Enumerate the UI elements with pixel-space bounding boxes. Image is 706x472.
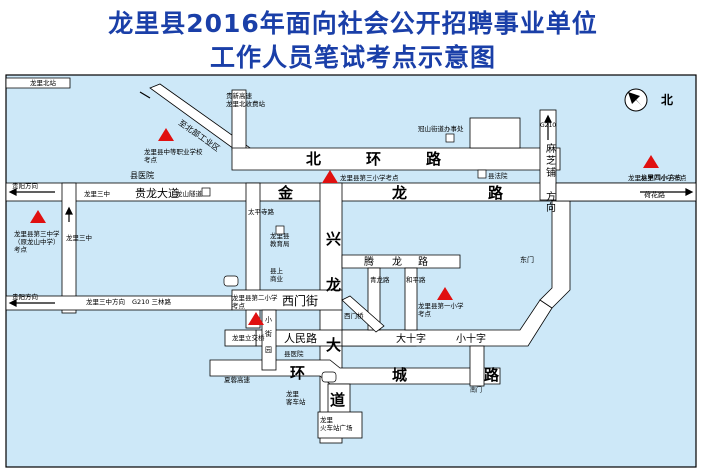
edu-bureau-icon [275, 225, 285, 235]
north-arrow-icon [624, 88, 648, 112]
road-dashizi: 大十字 [396, 332, 426, 345]
place-xiaoxue1: 龙里县第一小学考点 [418, 301, 464, 318]
train-station-box [317, 411, 363, 439]
place-jiaoyu: 龙里县教育局 [270, 231, 290, 248]
place-keyun: 龙里客车站 [286, 389, 306, 406]
road-beihuan-1: 北 [306, 150, 321, 168]
map-title-line1: 龙里县2016年面向社会公开招聘事业单位 [108, 9, 598, 38]
marker-sanzhong[interactable] [30, 210, 46, 223]
road-lu1: 路 [488, 184, 504, 202]
road-huan: 环 [290, 364, 305, 382]
place-gaosu: 贵新高速龙里北收费站 [226, 91, 266, 108]
place-xiaoxue4fx: 龙里四小方向 [640, 173, 682, 182]
road-tenglong2: 龙 [392, 255, 402, 268]
road-ximenqiao: 西门桥 [344, 311, 364, 320]
map-title-line2: 工作人员笔试考点示意图 [209, 43, 496, 72]
place-wenqiao: 龙里立交桥 [232, 333, 265, 342]
place-xiaoxue2: 龙里县第二小学考点 [232, 293, 278, 310]
place-fayuan: 县法院 [488, 171, 508, 180]
road-long1: 龙 [391, 184, 407, 202]
exam-site-markers [30, 128, 659, 325]
road-taiping: 太平寺路 [248, 207, 275, 216]
svg-text:园: 园 [265, 346, 272, 354]
road-beihuan-2: 环 [366, 150, 381, 168]
road-dao: 道 [330, 391, 345, 409]
road-tenglong1: 腾 [364, 255, 374, 268]
road-cheng: 城 [392, 366, 407, 384]
marker-xiaoxue1[interactable] [437, 287, 453, 300]
compass-label: 北 [661, 92, 673, 107]
road-da: 大 [326, 336, 341, 354]
marker-xiaoxue3[interactable] [322, 170, 338, 183]
place-sanzhongkd: 龙里县第三中学（原龙山中学）考点 [14, 229, 60, 254]
place-xiamen: 夏蓉高速 [224, 375, 251, 384]
road-lu2: 路 [484, 366, 500, 384]
minor-road-labels: 西门街 人民路 大十字 小十字 腾 龙 路 贵龙大道 荷花路 龙里四小方向 G2… [135, 122, 682, 394]
place-zhongyi: 县医院 [284, 349, 304, 358]
route-sign-icon-2 [321, 371, 337, 383]
road-xing: 兴 [326, 230, 341, 248]
court-icon [477, 169, 487, 179]
place-guiyang1: 贵阳方向 [12, 181, 38, 190]
road-hehua: 荷花路 [644, 190, 665, 199]
place-gd: 冠山街道办事处 [418, 124, 464, 133]
svg-text:小: 小 [265, 315, 272, 324]
place-shangye: 县上商业 [270, 266, 284, 283]
tunnel-icon [201, 187, 211, 197]
marker-xiaoxue2[interactable] [248, 312, 264, 325]
place-yiyuan: 县医院 [130, 170, 154, 180]
marker-xiaoxue4[interactable] [643, 155, 659, 168]
place-g210b: G210 三林路 [132, 297, 172, 306]
road-guilong: 贵龙大道 [135, 186, 179, 200]
svg-text:街: 街 [265, 329, 272, 338]
road-g210-north: G210 [540, 122, 556, 129]
road-jin: 金 [277, 184, 294, 202]
place-xiaoxue4: 龙里县第四小学考点 [628, 173, 687, 182]
road-qingli: 青龙路 [370, 275, 390, 284]
map-frame [5, 74, 697, 468]
svg-text:芝: 芝 [546, 154, 556, 167]
place-xiaoxue3: 龙里县第三小学考点 [340, 173, 399, 182]
road-tenglong3: 路 [418, 255, 428, 268]
svg-text:向: 向 [546, 201, 556, 214]
xiaojie-road-label: 小 街 园 [265, 315, 272, 354]
road-network [5, 77, 697, 444]
road-renmin: 人民路 [284, 332, 317, 345]
marker-zhongzhi[interactable] [158, 128, 174, 141]
road-dongmen: 东门 [520, 255, 534, 264]
mazhi-road-label: 麻 芝 铺 方 向 [546, 142, 556, 214]
place-sanzhong: 龙里三中 [84, 189, 110, 198]
major-road-labels: 北 环 路 金 龙 路 兴 龙 大 道 环 城 路 [277, 150, 504, 409]
facility-icons [201, 133, 487, 383]
road-nanmen: 南门 [470, 386, 482, 394]
svg-text:麻: 麻 [546, 142, 556, 155]
place-huoche: 龙里火车站广场 [320, 415, 353, 432]
road-hexing: 和平路 [406, 275, 426, 284]
road-long2: 龙 [325, 276, 341, 294]
svg-text:方: 方 [546, 190, 556, 203]
svg-text:铺: 铺 [546, 166, 556, 179]
office-icon [445, 133, 455, 143]
route-sign-icon [223, 275, 239, 287]
place-sanzhongfx: 龙里三中方向 [86, 297, 125, 306]
place-beizhan: 龙里北站 [30, 78, 57, 87]
place-guiyang2: 贵阳方向 [12, 292, 38, 301]
road-beihuan-3: 路 [426, 150, 442, 168]
road-longliqiao: 龙里三中 [66, 233, 92, 242]
road-xiaoshizi: 小十字 [456, 332, 486, 345]
direction-arrows [8, 91, 694, 307]
place-zhongzhi: 龙里县中等职业学校考点 [144, 147, 203, 164]
place-lushan: 龙山隧道 [176, 189, 203, 198]
road-ximen: 西门街 [282, 293, 318, 308]
